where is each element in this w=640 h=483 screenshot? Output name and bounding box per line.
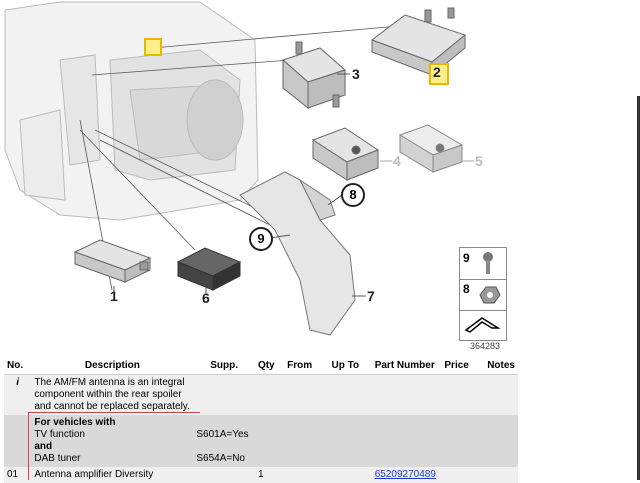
vehicle-group-bracket-side (28, 412, 29, 480)
callout-6[interactable]: 6 (202, 290, 210, 306)
row-description: Antenna amplifier Diversity (31, 467, 194, 483)
desc-line: DAB tuner (34, 453, 81, 464)
highlight-callout-2[interactable] (429, 63, 449, 85)
vehicle-group-bracket-top (28, 412, 200, 413)
scrollbar[interactable] (637, 96, 640, 480)
row-price (441, 415, 479, 467)
row-notes (478, 374, 518, 415)
col-header-part-number: Part Number (371, 357, 442, 375)
col-header-supp: Supp. (193, 357, 255, 375)
row-supp: S601A=Yes S654A=No (193, 415, 255, 467)
row-qty (254, 374, 285, 415)
fastener-legend: 9 8 (459, 247, 507, 341)
row-upto (328, 467, 372, 483)
desc-line: The AM/FM antenna is an integral (34, 377, 185, 388)
desc-line: TV function (34, 429, 85, 440)
row-from (284, 374, 329, 415)
legend-num-8: 8 (463, 282, 470, 296)
callout-8[interactable]: 8 (341, 183, 365, 207)
parts-table: No. Description Supp. Qty From Up To Par… (4, 357, 518, 483)
arrow-icon (464, 317, 501, 333)
exploded-view-illustration (4, 1, 474, 336)
callout-5[interactable]: 5 (475, 153, 483, 169)
row-price (441, 467, 479, 483)
desc-line: For vehicles with (34, 417, 116, 428)
bolt-icon (483, 252, 493, 274)
desc-line: component within the rear spoiler (34, 389, 182, 400)
desc-line: and cannot be replaced separately. (34, 401, 190, 412)
callout-3[interactable]: 3 (352, 66, 360, 82)
col-header-from: From (284, 357, 329, 375)
row-part (371, 374, 442, 415)
supp-line: S601A=Yes (196, 429, 249, 440)
col-header-description: Description (31, 357, 194, 375)
col-header-qty: Qty (254, 357, 285, 375)
legend-num-9: 9 (463, 251, 470, 265)
row-qty (254, 415, 285, 467)
nut-icon (479, 286, 501, 304)
callout-7[interactable]: 7 (367, 288, 375, 304)
row-description: For vehicles with TV function and DAB tu… (31, 415, 194, 467)
col-header-price: Price (441, 357, 479, 375)
table-header-row: No. Description Supp. Qty From Up To Par… (4, 357, 518, 375)
callout-1[interactable]: 1 (110, 288, 118, 304)
row-no (4, 415, 32, 467)
col-header-notes: Notes (478, 357, 518, 375)
row-price (441, 374, 479, 415)
row-from (284, 467, 329, 483)
row-supp (193, 374, 255, 415)
row-upto (328, 415, 372, 467)
row-notes (478, 467, 518, 483)
row-description: The AM/FM antenna is an integral compone… (31, 374, 194, 415)
row-no: i (4, 374, 32, 415)
parts-diagram (4, 1, 474, 336)
row-from (284, 415, 329, 467)
col-header-no: No. (4, 357, 32, 375)
row-supp (193, 467, 255, 483)
desc-line: and (34, 441, 53, 452)
col-header-upto: Up To (328, 357, 372, 375)
callout-4[interactable]: 4 (393, 153, 401, 169)
highlight-marker-roof (144, 38, 162, 56)
table-row: For vehicles with TV function and DAB tu… (4, 415, 518, 467)
row-qty: 1 (254, 467, 285, 483)
callout-2[interactable]: 2 (433, 64, 441, 80)
row-upto (328, 374, 372, 415)
row-no: 01 (4, 467, 32, 483)
row-notes (478, 415, 518, 467)
callout-9[interactable]: 9 (249, 227, 273, 251)
part-number-link[interactable]: 65209270489 (374, 469, 436, 480)
diagram-reference-number: 364283 (470, 341, 501, 351)
table-row: 01 Antenna amplifier Diversity 1 6520927… (4, 467, 518, 483)
row-part (371, 415, 442, 467)
table-row: i The AM/FM antenna is an integral compo… (4, 374, 518, 415)
row-part: 65209270489 (371, 467, 442, 483)
supp-line: S654A=No (196, 453, 245, 464)
